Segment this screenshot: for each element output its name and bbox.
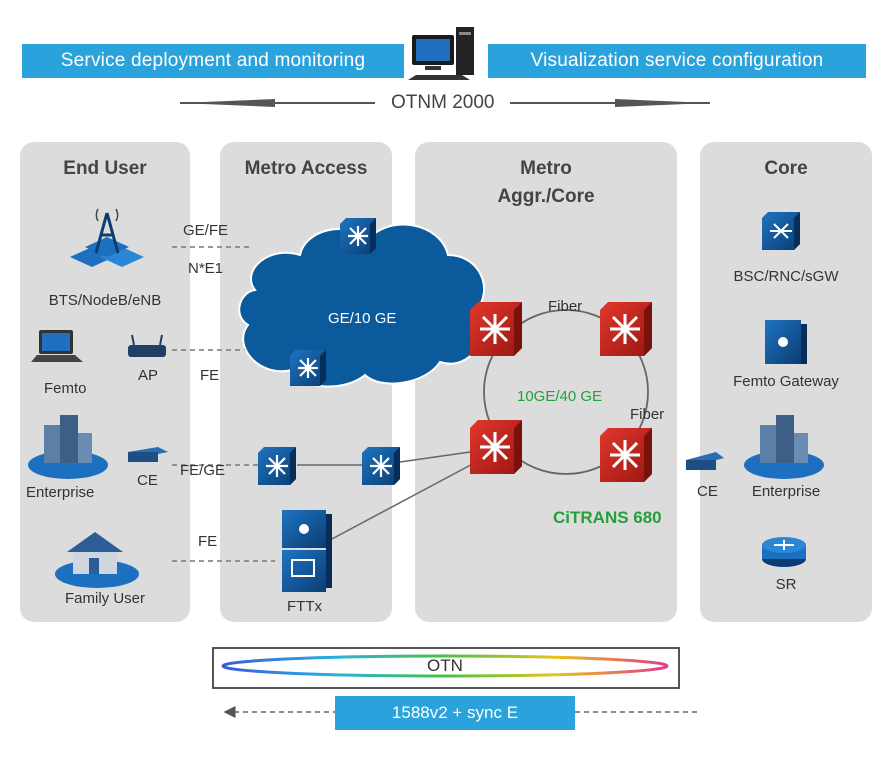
enterprise-right-label: Enterprise: [751, 483, 821, 500]
bsc-label: BSC/RNC/sGW: [733, 268, 839, 285]
fe-ge-label: FE/GE: [180, 462, 226, 479]
fttx-icon: [282, 510, 332, 592]
cell-tower-icon: [70, 208, 144, 267]
femto-label: Femto: [44, 380, 87, 397]
end-user-title: End User: [63, 158, 147, 179]
house-icon: [55, 532, 139, 588]
enterprise-building-icon: [744, 415, 824, 479]
sync-banner: 1588v2 + sync E: [335, 696, 575, 730]
family-user-label: Family User: [64, 590, 145, 607]
otnm-label: OTNM 2000: [385, 92, 501, 114]
fiber-top-label: Fiber: [548, 298, 583, 315]
metro-access-title: Metro Access: [244, 158, 368, 179]
switch-icon: [258, 218, 400, 485]
computer-icon: [408, 27, 474, 80]
fe-family-label: FE: [198, 533, 218, 550]
solid-links: [297, 451, 481, 541]
enterprise-left-label: Enterprise: [26, 484, 95, 501]
ce-core-label: CE: [697, 483, 718, 500]
gateway-icon: [765, 320, 807, 364]
laptop-icon: [31, 330, 83, 362]
ap-label: AP: [138, 367, 159, 384]
fiber-right-label: Fiber: [630, 406, 665, 423]
bts-label: BTS/NodeB/eNB: [48, 292, 162, 309]
ce-device-icon: [128, 447, 724, 470]
fttx-label: FTTx: [287, 598, 322, 615]
dashed-links: [172, 246, 275, 562]
enterprise-building-icon: [28, 415, 108, 479]
otn-label: OTN: [427, 656, 463, 675]
femto-gateway-label: Femto Gateway: [733, 373, 839, 390]
metro-aggr-title-line1: Metro: [520, 158, 572, 179]
service-deployment-banner: Service deployment and monitoring: [22, 44, 404, 78]
router-icon: [470, 302, 652, 482]
ge-fe-label: GE/FE: [183, 222, 229, 239]
ce-left-label: CE: [137, 472, 158, 489]
cloud-label: GE/10 GE: [328, 310, 397, 327]
fiber-ring: [483, 309, 649, 475]
access-point-icon: [128, 334, 166, 357]
visualization-config-banner: Visualization service configuration: [488, 44, 866, 78]
metro-aggr-title-line2: Aggr./Core: [497, 186, 595, 207]
otnm-arrow: [180, 99, 710, 107]
ne1-label: N*E1: [188, 260, 224, 277]
otn-ring: [221, 654, 669, 678]
core-title: Core: [764, 158, 808, 179]
bsc-icon: [762, 212, 800, 250]
fe-ap-label: FE: [200, 367, 220, 384]
ring-capacity-label: 10GE/40 GE: [517, 388, 603, 405]
sr-label: SR: [775, 576, 797, 593]
sr-router-icon: [762, 537, 806, 567]
product-label: CiTRANS 680: [553, 508, 662, 527]
